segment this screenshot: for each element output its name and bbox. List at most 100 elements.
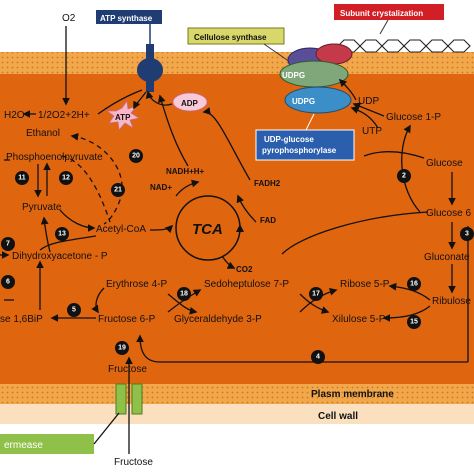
svg-text:15: 15 <box>410 319 418 326</box>
synthase-to-atp-arrow <box>133 91 147 110</box>
permease-pointer <box>93 412 120 445</box>
fad-to-fadh2-arrow <box>236 194 257 223</box>
acetylcoa-connector <box>39 235 97 251</box>
cell-wall-band <box>0 404 474 424</box>
glucose1p-label: Glucose 1-P <box>386 112 441 123</box>
atp-synthase-base <box>146 80 154 92</box>
erythrose-label: Erythrose 4-P <box>106 279 167 290</box>
step-badge-6: 6 <box>1 275 15 289</box>
step-badge-5: 5 <box>67 303 81 317</box>
udp-ppase-line1: UDP-glucose <box>264 135 314 144</box>
cytoplasm <box>0 74 474 384</box>
atp-synthase-label: ATP synthase <box>100 14 153 23</box>
transketolase-arrow-a <box>299 293 330 314</box>
adp-bubble <box>172 92 208 112</box>
fadh2-label: FADH2 <box>254 179 281 188</box>
tca-label: TCA <box>192 221 223 238</box>
sedoheptulose-label: Sedoheptulose 7-P <box>204 279 289 290</box>
cellulose-synthase-label: Cellulose synthase <box>194 33 267 42</box>
co2-label: CO2 <box>236 265 253 274</box>
permease-channel-left <box>115 383 127 415</box>
ribose-label: Ribose 5-P <box>340 279 390 290</box>
nadh-label: NADH+H+ <box>166 167 205 176</box>
permease-label-box <box>0 434 94 454</box>
udpg-top-label: UDPG <box>282 71 305 80</box>
glucose-side-connector <box>363 151 425 159</box>
cellulose-synthase-pointer <box>263 43 291 63</box>
step-badge-4: 4 <box>311 350 325 364</box>
fbp-label: se 1,6BiP <box>0 314 43 325</box>
svg-text:5: 5 <box>72 307 76 314</box>
svg-text:11: 11 <box>18 175 26 182</box>
fructose-outside: Fructose <box>114 457 153 468</box>
erythrose-to-f6p-arrow <box>91 287 105 314</box>
proton-gradient-arc <box>97 89 143 115</box>
plasm-membrane-label: Plasm membrane <box>311 389 394 400</box>
cell-wall-label: Cell wall <box>318 411 358 422</box>
g6p-long-arc <box>281 211 429 255</box>
svg-text:4: 4 <box>316 354 320 361</box>
svg-text:12: 12 <box>62 175 70 182</box>
udpg-ppase-body <box>284 86 352 114</box>
pep-dashed-path <box>61 155 111 223</box>
svg-text:3: 3 <box>465 231 469 238</box>
udp-ppase-pointer <box>305 113 315 131</box>
gluconate-label: Gluconate <box>424 252 470 263</box>
svg-text:2: 2 <box>402 173 406 180</box>
half-o2-label: 1/2O2+2H+ <box>38 110 90 121</box>
cellulose-synthase-label-box <box>187 27 285 45</box>
fructose-inside-label: Fructose <box>108 364 147 375</box>
udp-label: UDP <box>358 96 379 107</box>
permease-channel-right <box>131 383 143 415</box>
permease-label: ermease <box>4 440 43 451</box>
dhap-label: Dihydroxyacetone - P <box>12 251 108 262</box>
atp-synthase-stalk <box>146 44 154 62</box>
svg-text:21: 21 <box>114 187 122 194</box>
step-badge-16: 16 <box>407 277 421 291</box>
step-badge-13: 13 <box>55 227 69 241</box>
subunit-pointer <box>379 19 389 35</box>
transaldolase-arrow-a <box>167 293 198 315</box>
acetylcoa-label: Acetyl-CoA <box>96 224 146 235</box>
step-badge-20: 20 <box>129 149 143 163</box>
svg-text:17: 17 <box>312 291 320 298</box>
step-badge-17: 17 <box>309 287 323 301</box>
step-badge-2: 2 <box>397 169 411 183</box>
atp-synthase-head <box>137 58 163 82</box>
dhap-to-pyruvate-arrow <box>40 216 51 253</box>
fructose-to-g6p-bottom-path <box>136 334 468 363</box>
pyruvate-label: Pyruvate <box>22 202 62 213</box>
step-badge-21: 21 <box>111 183 125 197</box>
fadh2-to-etc-arrow <box>202 107 251 181</box>
tca-cycle-arrowhead <box>236 224 244 232</box>
svg-text:20: 20 <box>132 153 140 160</box>
ribulose-to-xilulose-arrow <box>382 305 431 322</box>
step-badge-11: 11 <box>15 171 29 185</box>
svg-text:19: 19 <box>118 345 126 352</box>
udp-ppase-label-box <box>255 129 355 161</box>
xilulose-label: Xilulose 5-P <box>332 314 386 325</box>
ethanol-label: Ethanol <box>26 128 60 139</box>
udpg-bottom-label: UDPG <box>292 97 315 106</box>
plasma-membrane-texture <box>0 384 474 404</box>
o2-label: O2 <box>62 13 76 24</box>
ribulose-label: Ribulose <box>432 296 471 307</box>
h2o-label: H2O <box>4 110 25 121</box>
acetylcoa-to-tca-arrow <box>149 224 174 234</box>
g1p-to-udpg-arrow <box>352 102 385 117</box>
pyruvate-to-acetylcoa-arrow <box>59 209 96 232</box>
svg-text:7: 7 <box>6 241 10 248</box>
svg-text:18: 18 <box>180 291 188 298</box>
fad-label: FAD <box>260 216 276 225</box>
atp-star <box>105 99 141 131</box>
svg-text:6: 6 <box>6 279 10 286</box>
step-badge-18: 18 <box>177 287 191 301</box>
udp-ppase-label: UDP-glucose pyrophosphorylase <box>262 135 337 155</box>
adp-label: ADP <box>181 99 199 108</box>
svg-text:16: 16 <box>410 281 418 288</box>
pep-label: Phosphoenolpyruvate <box>6 152 103 163</box>
step-badge-19: 19 <box>115 341 129 355</box>
glucose-label: Glucose <box>426 158 463 169</box>
